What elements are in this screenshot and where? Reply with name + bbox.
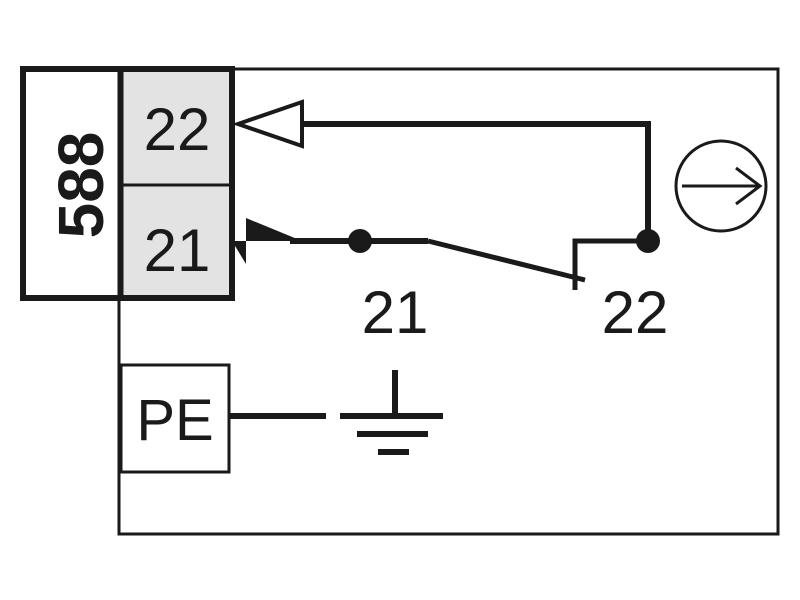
contact-node-21 xyxy=(348,229,372,253)
contact-22-label: 22 xyxy=(602,279,669,346)
housing-frame xyxy=(117,67,780,536)
contact-node-22 xyxy=(636,229,660,253)
pe-label: PE xyxy=(136,388,213,453)
fixed-contact-22 xyxy=(572,238,648,290)
open-arrow-terminal-22 xyxy=(231,99,304,149)
arrow-circle-icon xyxy=(674,139,768,233)
terminal-21-cell xyxy=(122,185,232,298)
pe-terminal-box xyxy=(119,363,231,474)
terminal-21-label: 21 xyxy=(144,217,211,284)
switch-arm xyxy=(427,238,586,283)
filled-arrow-terminal-21 xyxy=(232,218,302,264)
terminal-block: 588 22 21 xyxy=(20,66,235,301)
contact-21-label: 21 xyxy=(362,279,429,346)
ground-icon xyxy=(340,370,443,455)
terminal-22-cell xyxy=(122,72,232,185)
device-code-label: 588 xyxy=(45,132,117,239)
terminal-22-label: 22 xyxy=(144,96,211,163)
wire-terminal-22 xyxy=(302,121,651,241)
